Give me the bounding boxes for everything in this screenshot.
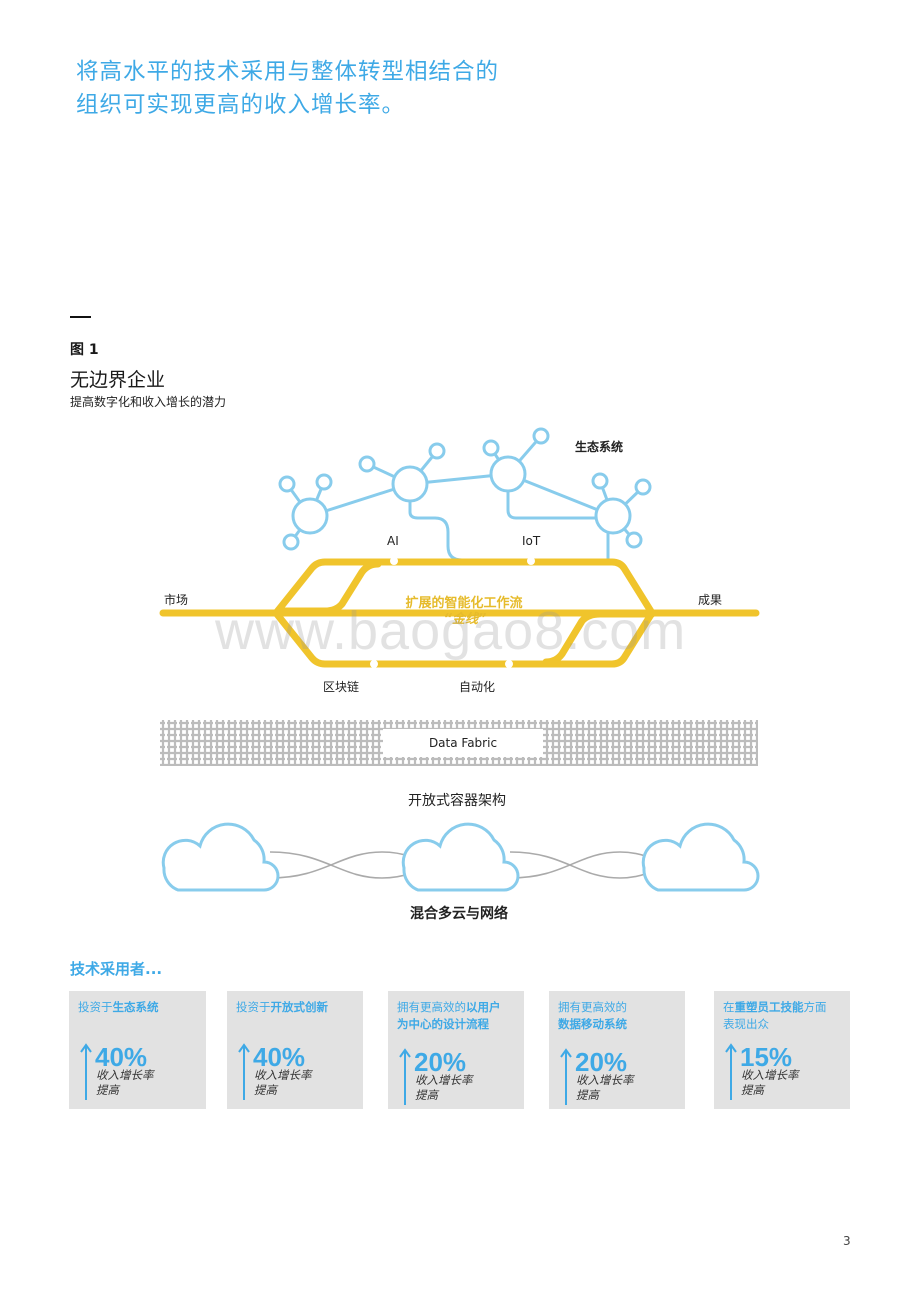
stat-card-ecosystems: 投资于生态系统 40% 收入增长率提高 [69,991,206,1109]
stat-unit: 收入增长率提高 [741,1068,799,1097]
headline-line-1: 将高水平的技术采用与整体转型相结合的 [76,59,500,85]
label-outcome: 成果 [698,593,723,607]
clouds [161,822,760,892]
arrow-up-icon [560,1048,572,1105]
label-golden-thread: “金线” [443,612,487,627]
stat-card-open-innovation: 投资于开放式创新 40% 收入增长率提高 [227,991,363,1109]
label-workflow: 扩展的智能化工作流 [405,596,523,611]
arrow-up-icon [725,1043,737,1100]
stat-description: 投资于生态系统 [78,1000,159,1014]
figure-subtitle: 提高数字化和收入增长的潜力 [70,395,227,409]
golden-thread [159,558,760,668]
stat-description: 拥有更高效的数据移动系统 [558,1000,627,1031]
ecosystem-network [278,427,652,562]
label-market: 市场 [164,593,189,607]
stat-value: 15% [740,1042,793,1072]
stat-card-user-centered-design: 拥有更高效的以用户为中心的设计流程 20% 收入增长率提高 [388,991,524,1109]
stat-value: 40% [253,1042,306,1072]
stat-description: 投资于开放式创新 [236,1000,328,1014]
headline-line-2: 组织可实现更高的收入增长率。 [76,92,406,118]
arrow-up-icon [238,1043,250,1100]
boundaryless-enterprise-diagram [159,427,760,892]
stat-unit: 收入增长率提高 [254,1068,312,1097]
stat-description: 拥有更高效的以用户为中心的设计流程 [397,1000,501,1031]
page-number: 3 [843,1234,851,1248]
label-hybrid-cloud: 混合多云与网络 [410,906,508,922]
figure-title: 无边界企业 [70,369,166,391]
section-rule [70,316,91,318]
stat-unit: 收入增长率提高 [576,1073,634,1102]
label-container-architecture: 开放式容器架构 [408,793,506,809]
arrow-up-icon [399,1048,411,1105]
label-automation: 自动化 [459,680,496,694]
stat-card-data-movement: 拥有更高效的数据移动系统 20% 收入增长率提高 [549,991,685,1109]
figure-label: 图 1 [70,342,99,358]
stat-description: 在重塑员工技能方面表现出众 [723,1000,827,1031]
watermark: www.baogao8.com [215,601,687,661]
stat-card-reskilling: 在重塑员工技能方面表现出众 15% 收入增长率提高 [714,991,850,1109]
headline: 将高水平的技术采用与整体转型相结合的 组织可实现更高的收入增长率。 [76,56,596,122]
label-data-fabric: Data Fabric [383,729,543,757]
label-iot: IoT [522,534,541,548]
label-ecosystem: 生态系统 [575,440,624,454]
stat-value: 20% [575,1047,628,1077]
stat-value: 40% [95,1042,148,1072]
arrow-up-icon [80,1043,92,1100]
adopters-title: 技术采用者... [70,960,163,978]
label-ai: AI [387,534,399,548]
stat-value: 20% [414,1047,467,1077]
workflow-nodes [370,557,535,668]
label-blockchain: 区块链 [323,680,360,694]
stat-unit: 收入增长率提高 [96,1068,154,1097]
stat-unit: 收入增长率提高 [415,1073,473,1102]
